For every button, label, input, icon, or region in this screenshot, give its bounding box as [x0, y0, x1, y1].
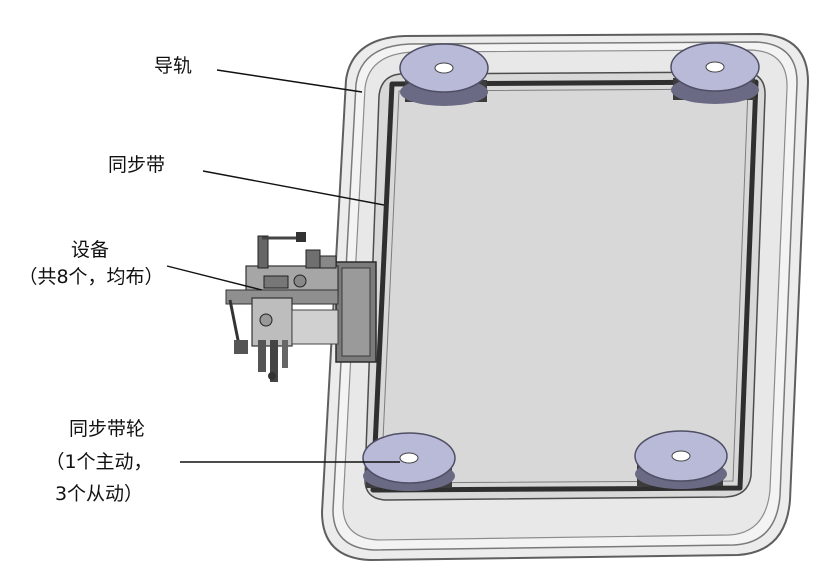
base-plate: [364, 71, 766, 501]
leader-line-rail: [216, 69, 363, 93]
label-device-line2: （共8个，均布）: [18, 266, 164, 288]
leader-line-device: [166, 265, 263, 291]
timing-belt-inner: [380, 88, 749, 484]
pulley-bottom-left: [362, 432, 456, 491]
timing-belt: [370, 79, 759, 493]
label-rail: 导轨: [154, 55, 193, 77]
label-pulley-line1: 同步带轮: [68, 418, 145, 440]
label-pulley-line3: 3个从动）: [54, 483, 144, 505]
mounted-device: [225, 232, 377, 382]
label-device-line1: 设备: [70, 239, 109, 261]
label-pulley-line2: （1个主动，: [45, 451, 153, 473]
pulley-bottom-right: [634, 430, 728, 489]
pulley-top-left: [399, 43, 489, 106]
pulley-top-right: [670, 42, 760, 104]
label-belt: 同步带: [108, 154, 166, 176]
leader-line-belt: [202, 170, 385, 206]
